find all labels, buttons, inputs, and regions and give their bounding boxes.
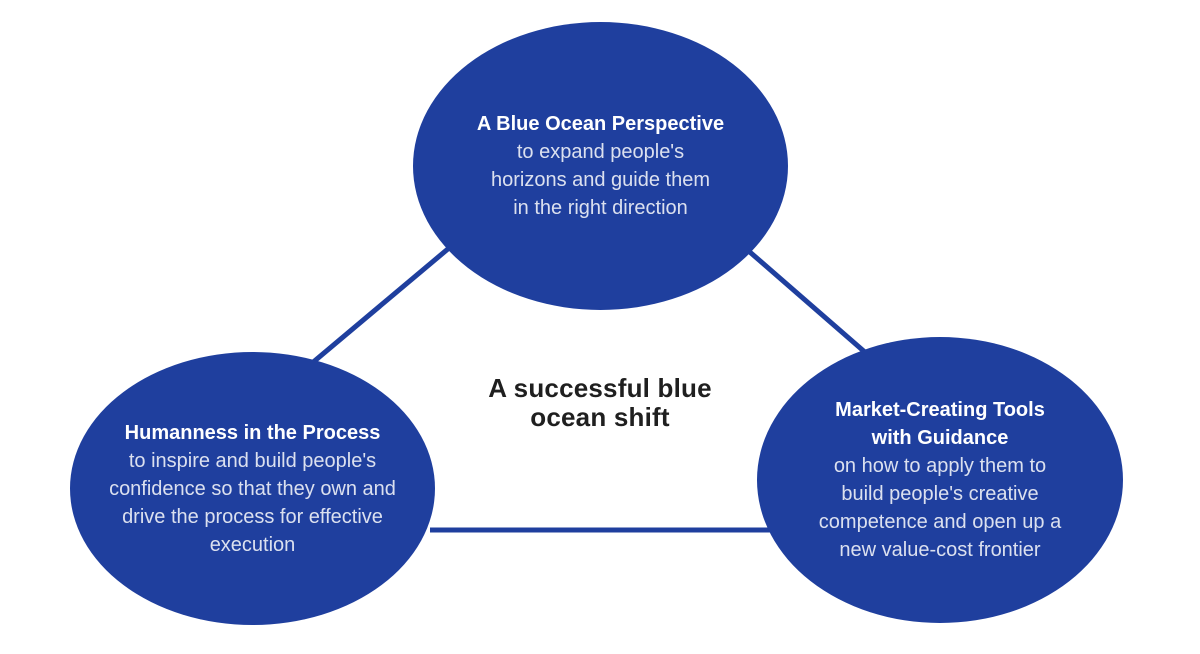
node-blue-ocean-perspective-text: A Blue Ocean Perspective to expand peopl…	[477, 110, 724, 222]
diagram-title: A successful blue ocean shift	[420, 374, 780, 432]
node-body-line: execution	[209, 533, 296, 556]
node-market-creating-tools-text: Market-Creating Tools with Guidance on h…	[819, 396, 1061, 564]
node-market-creating-tools: Market-Creating Tools with Guidance on h…	[757, 337, 1123, 623]
node-body-line: on how to apply them to	[833, 455, 1047, 477]
node-body-line: new value-cost frontier	[839, 539, 1041, 561]
node-title: Humanness in the Process	[124, 421, 381, 444]
node-body-line: to inspire and build people's	[128, 449, 377, 472]
node-blue-ocean-perspective: A Blue Ocean Perspective to expand peopl…	[413, 22, 788, 310]
node-body-line: confidence so that they own and	[109, 477, 396, 500]
node-body-line: horizons and guide them	[490, 169, 711, 191]
node-title: A Blue Ocean Perspective	[476, 113, 725, 135]
diagram-title-line: ocean shift	[530, 402, 670, 432]
node-body-line: in the right direction	[513, 197, 688, 219]
diagram-title-line: A successful blue	[488, 373, 712, 403]
node-body-line: build people's creative	[841, 483, 1039, 505]
node-humanness-in-process: Humanness in the Process to inspire and …	[70, 352, 435, 625]
node-body-line: to expand people's	[516, 141, 685, 163]
node-title: Market-Creating Tools	[835, 399, 1045, 421]
node-title: with Guidance	[871, 427, 1009, 449]
node-humanness-in-process-text: Humanness in the Process to inspire and …	[109, 419, 396, 559]
node-body-line: drive the process for effective	[122, 505, 383, 528]
node-body-line: competence and open up a	[818, 511, 1062, 533]
